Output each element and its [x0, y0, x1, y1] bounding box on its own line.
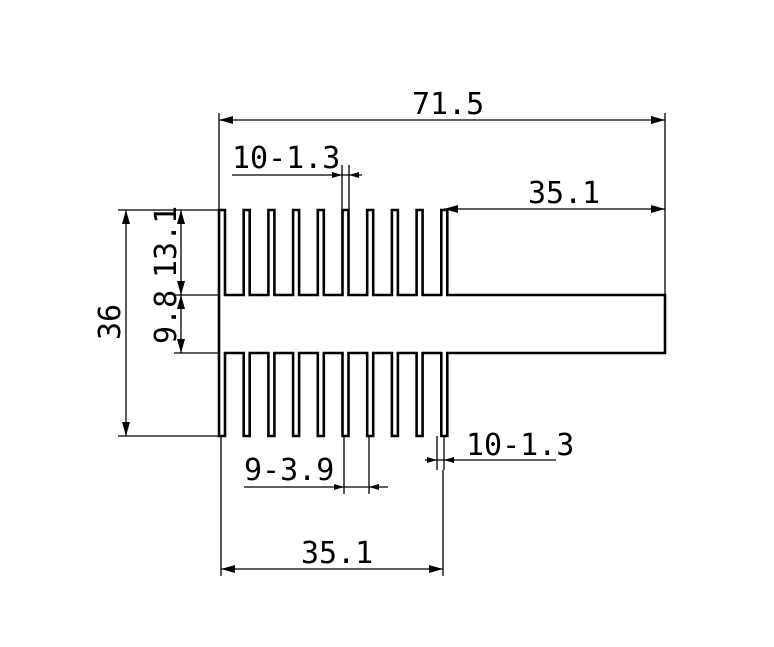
- dim-base-thickness: 9.8: [149, 290, 219, 354]
- label-gap-spec: 9-3.9: [244, 453, 334, 488]
- dim-overall-height: 36: [93, 209, 219, 437]
- label-bottom-fin-spec: 10-1.3: [466, 428, 574, 463]
- heatsink-profile: [217, 208, 667, 438]
- label-fin-height: 13.1: [149, 206, 184, 278]
- label-plate-length: 35.1: [528, 176, 600, 211]
- label-base-thickness: 9.8: [149, 290, 184, 344]
- dim-fin-section-width: 35.1: [220, 436, 444, 576]
- label-top-fin-spec: 10-1.3: [232, 141, 340, 176]
- dim-bottom-fin-spec: 10-1.3: [425, 428, 574, 470]
- label-overall-width: 71.5: [412, 87, 484, 122]
- label-fin-section-width: 35.1: [301, 536, 373, 571]
- dim-gap-spec: 9-3.9: [244, 436, 388, 494]
- dim-fin-height: 13.1: [149, 206, 219, 296]
- label-overall-height: 36: [93, 304, 128, 340]
- dim-top-fin-spec: 10-1.3: [232, 141, 362, 210]
- dim-plate-length: 35.1: [444, 176, 665, 213]
- dim-overall-width: 71.5: [218, 87, 666, 295]
